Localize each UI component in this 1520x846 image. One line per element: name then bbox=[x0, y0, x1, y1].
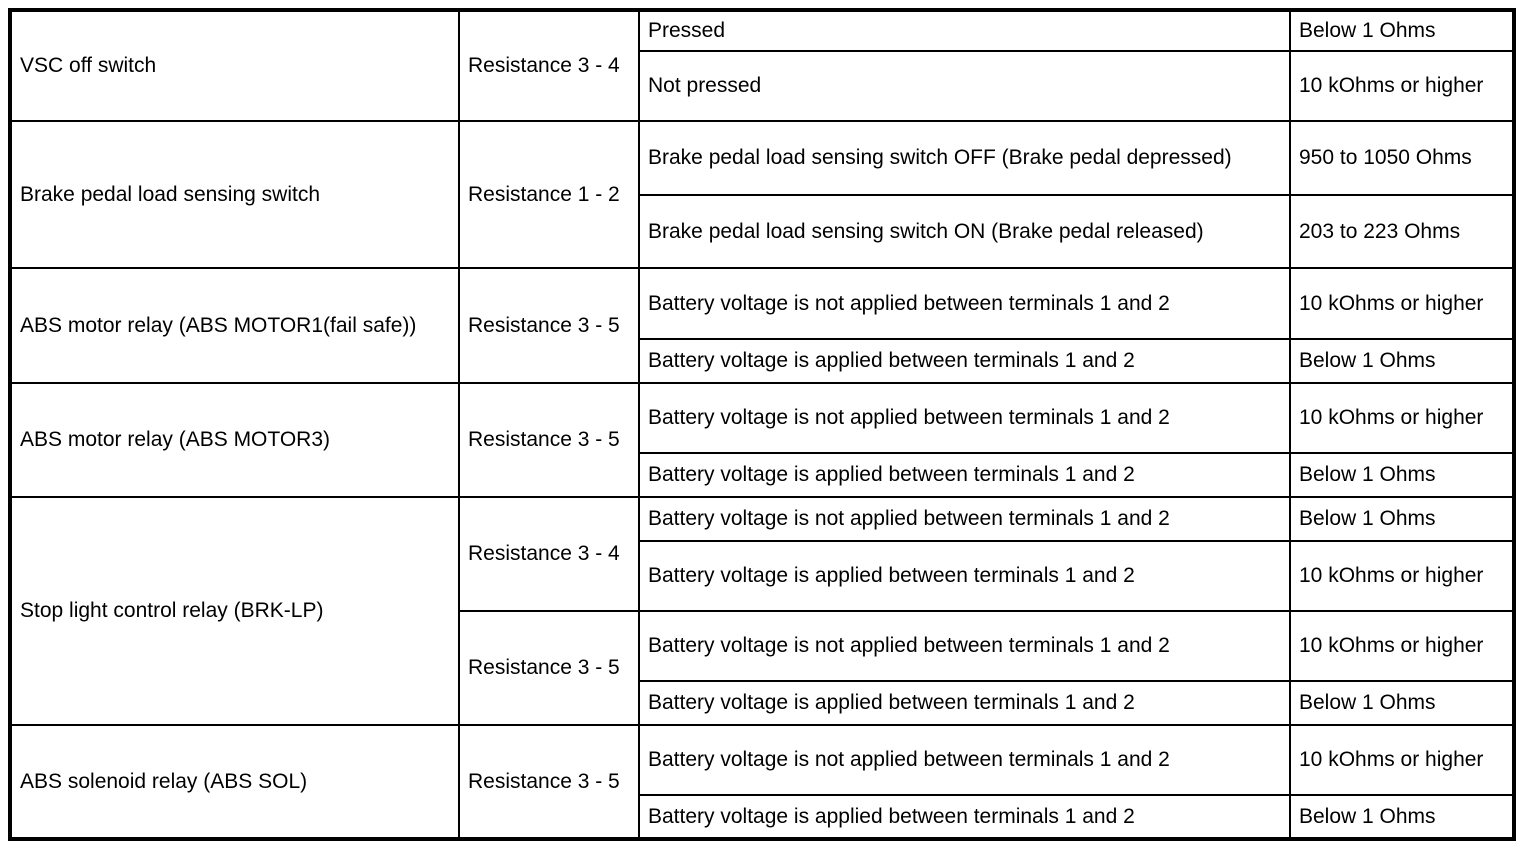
component-name-text: ABS solenoid relay (ABS SOL) bbox=[20, 769, 308, 793]
specified-condition-cell: 10 kOhms or higher bbox=[1289, 267, 1515, 341]
specified-condition-cell: 950 to 1050 Ohms bbox=[1289, 120, 1515, 197]
table-row: Brake pedal load sensing switch Resistanc… bbox=[9, 120, 1515, 270]
specified-condition-text: Below 1 Ohms bbox=[1299, 463, 1436, 487]
specified-condition-text: Below 1 Ohms bbox=[1299, 349, 1436, 373]
table-row: Battery voltage is applied between termi… bbox=[10, 794, 1515, 841]
terminals-cell: Resistance 3 - 5 bbox=[458, 610, 640, 727]
condition-text: Battery voltage is not applied between t… bbox=[648, 406, 1170, 430]
table-row: Battery voltage is applied between termi… bbox=[10, 540, 1515, 613]
component-name-text: ABS motor relay (ABS MOTOR3) bbox=[20, 428, 331, 452]
table-row: Stop light control relay (BRK-LP)Resista… bbox=[9, 496, 1515, 727]
condition-text: Brake pedal load sensing switch ON (Brak… bbox=[648, 219, 1204, 243]
condition-text: Battery voltage is not applied between t… bbox=[648, 291, 1170, 315]
specified-condition-cell: 10 kOhms or higher bbox=[1289, 382, 1515, 455]
terminals-cell: Resistance 3 - 5 bbox=[458, 382, 640, 499]
component-name-cell: ABS solenoid relay (ABS SOL) bbox=[9, 724, 460, 841]
specified-condition-cell: 10 kOhms or higher bbox=[1289, 610, 1515, 683]
component-name-cell: VSC off switch bbox=[9, 8, 460, 123]
condition-cell: Battery voltage is applied between termi… bbox=[638, 540, 1291, 613]
specified-condition-text: 950 to 1050 Ohms bbox=[1299, 146, 1472, 170]
component-name-cell: Brake pedal load sensing switch bbox=[9, 120, 460, 270]
component-name-text: VSC off switch bbox=[20, 54, 157, 77]
specified-condition-cell: Below 1 Ohms bbox=[1289, 338, 1515, 385]
component-name-text: ABS motor relay (ABS MOTOR1(fail safe)) bbox=[20, 313, 417, 337]
condition-cell: Battery voltage is not applied between t… bbox=[638, 382, 1291, 455]
condition-text: Battery voltage is applied between termi… bbox=[648, 804, 1135, 828]
terminals-text: Resistance 3 - 4 bbox=[468, 54, 620, 77]
table-row: ABS motor relay (ABS MOTOR3) Resistance 3… bbox=[9, 382, 1515, 499]
specified-condition-cell: Below 1 Ohms bbox=[1289, 8, 1515, 53]
table-row: Resistance 3 - 5 Battery voltage is not a… bbox=[10, 610, 1515, 727]
table-row: Battery voltage is applied between termi… bbox=[10, 680, 1515, 727]
specified-condition-text: 10 kOhms or higher bbox=[1299, 406, 1484, 430]
component-name-cell: Stop light control relay (BRK-LP) bbox=[9, 496, 460, 727]
condition-cell: Battery voltage is not applied between t… bbox=[638, 610, 1291, 683]
condition-cell: Battery voltage is not applied between t… bbox=[638, 267, 1291, 341]
specified-condition-cell: Below 1 Ohms bbox=[1289, 794, 1515, 841]
terminals-text: Resistance 3 - 5 bbox=[468, 313, 620, 337]
terminals-text: Resistance 3 - 4 bbox=[468, 542, 620, 566]
terminals-text: Resistance 3 - 5 bbox=[468, 656, 620, 680]
specified-condition-cell: Below 1 Ohms bbox=[1289, 496, 1515, 543]
condition-text: Battery voltage is not applied between t… bbox=[648, 634, 1170, 658]
specified-condition-text: 203 to 223 Ohms bbox=[1299, 219, 1461, 243]
specified-condition-text: 10 kOhms or higher bbox=[1299, 291, 1484, 315]
condition-text: Battery voltage is applied between termi… bbox=[648, 349, 1135, 373]
condition-cell: Battery voltage is applied between termi… bbox=[638, 452, 1291, 499]
terminals-text: Resistance 3 - 5 bbox=[468, 769, 620, 793]
specified-condition-cell: 10 kOhms or higher bbox=[1289, 540, 1515, 613]
terminals-cell: Resistance 3 - 4 bbox=[458, 496, 640, 613]
component-name-cell: ABS motor relay (ABS MOTOR1(fail safe)) bbox=[9, 267, 460, 385]
specified-condition-text: Below 1 Ohms bbox=[1299, 691, 1436, 715]
component-name-cell: ABS motor relay (ABS MOTOR3) bbox=[9, 382, 460, 499]
condition-cell: Battery voltage is not applied between t… bbox=[638, 724, 1291, 797]
table-row: Battery voltage is applied between termi… bbox=[10, 452, 1515, 499]
component-name-text: Brake pedal load sensing switch bbox=[20, 182, 321, 206]
specified-condition-text: 10 kOhms or higher bbox=[1299, 748, 1484, 772]
specified-condition-cell: 203 to 223 Ohms bbox=[1289, 194, 1515, 270]
table-row: Not pressed 10 kOhms or higher bbox=[10, 50, 1515, 123]
table-row: ABS motor relay (ABS MOTOR1(fail safe)) R… bbox=[9, 267, 1515, 385]
condition-text: Brake pedal load sensing switch OFF (Bra… bbox=[648, 146, 1232, 170]
component-name-text: Stop light control relay (BRK-LP) bbox=[20, 599, 324, 623]
specified-condition-text: 10 kOhms or higher bbox=[1299, 634, 1484, 658]
condition-cell: Brake pedal load sensing switch OFF (Bra… bbox=[638, 120, 1291, 197]
table-row: ABS solenoid relay (ABS SOL) Resistance 3… bbox=[9, 724, 1515, 841]
terminals-cell: Resistance 1 - 2 bbox=[458, 120, 640, 270]
specified-condition-text: 10 kOhms or higher bbox=[1299, 564, 1484, 588]
condition-text: Pressed bbox=[648, 19, 726, 42]
specified-condition-cell: 10 kOhms or higher bbox=[1289, 50, 1515, 123]
condition-text: Battery voltage is applied between termi… bbox=[648, 691, 1135, 715]
condition-text: Battery voltage is applied between termi… bbox=[648, 463, 1135, 487]
terminals-text: Resistance 1 - 2 bbox=[468, 182, 620, 206]
condition-text: Battery voltage is not applied between t… bbox=[648, 507, 1170, 531]
specified-condition-cell: 10 kOhms or higher bbox=[1289, 724, 1515, 797]
terminals-text: Resistance 3 - 5 bbox=[468, 428, 620, 452]
table-row: VSC off switch Resistance 3 - 4 Pressed Bel… bbox=[9, 8, 1515, 123]
specified-condition-text: 10 kOhms or higher bbox=[1299, 74, 1484, 98]
specified-condition-text: Below 1 Ohms bbox=[1299, 19, 1436, 42]
condition-text: Battery voltage is not applied between t… bbox=[648, 748, 1170, 772]
terminals-cell: Resistance 3 - 5 bbox=[458, 267, 640, 385]
terminals-cell: Resistance 3 - 4 bbox=[458, 8, 640, 123]
condition-cell: Battery voltage is applied between termi… bbox=[638, 794, 1291, 841]
table-row: Battery voltage is applied between termi… bbox=[10, 338, 1515, 385]
condition-cell: Pressed bbox=[638, 8, 1291, 53]
table-row: Brake pedal load sensing switch ON (Brak… bbox=[10, 194, 1515, 270]
condition-text: Battery voltage is applied between termi… bbox=[648, 564, 1135, 588]
terminals-cell: Resistance 3 - 5 bbox=[458, 724, 640, 841]
specified-condition-text: Below 1 Ohms bbox=[1299, 804, 1436, 828]
condition-cell: Battery voltage is not applied between t… bbox=[638, 496, 1291, 543]
condition-cell: Battery voltage is applied between termi… bbox=[638, 338, 1291, 385]
specified-condition-cell: Below 1 Ohms bbox=[1289, 680, 1515, 727]
condition-cell: Brake pedal load sensing switch ON (Brak… bbox=[638, 194, 1291, 270]
condition-text: Not pressed bbox=[648, 74, 762, 98]
specified-condition-text: Below 1 Ohms bbox=[1299, 507, 1436, 531]
condition-cell: Battery voltage is applied between termi… bbox=[638, 680, 1291, 727]
condition-cell: Not pressed bbox=[638, 50, 1291, 123]
specified-condition-cell: Below 1 Ohms bbox=[1289, 452, 1515, 499]
